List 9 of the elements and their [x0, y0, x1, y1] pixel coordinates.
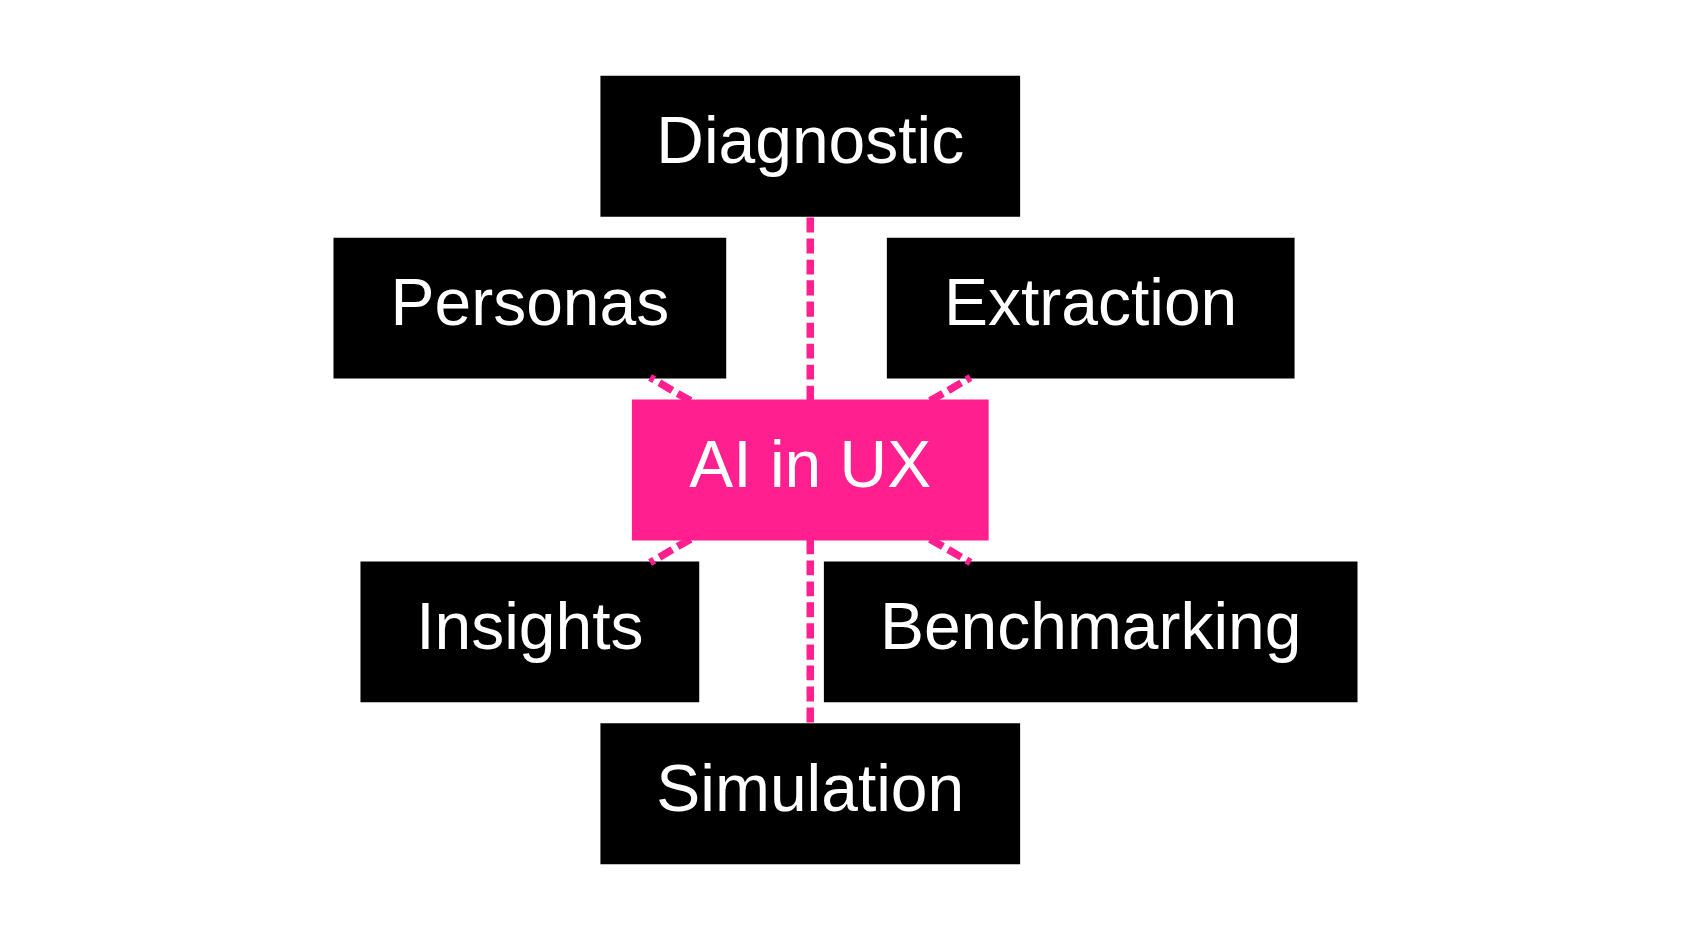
node-box: Insights	[359, 561, 699, 703]
node-box: Extraction	[886, 237, 1295, 379]
node-box: Simulation	[599, 723, 1020, 865]
node-box: Personas	[333, 237, 726, 379]
connector	[806, 215, 814, 401]
node-box: Benchmarking	[823, 561, 1357, 703]
node-box: AI in UX	[631, 399, 989, 541]
connector	[806, 539, 814, 725]
node-box: Diagnostic	[599, 75, 1020, 217]
